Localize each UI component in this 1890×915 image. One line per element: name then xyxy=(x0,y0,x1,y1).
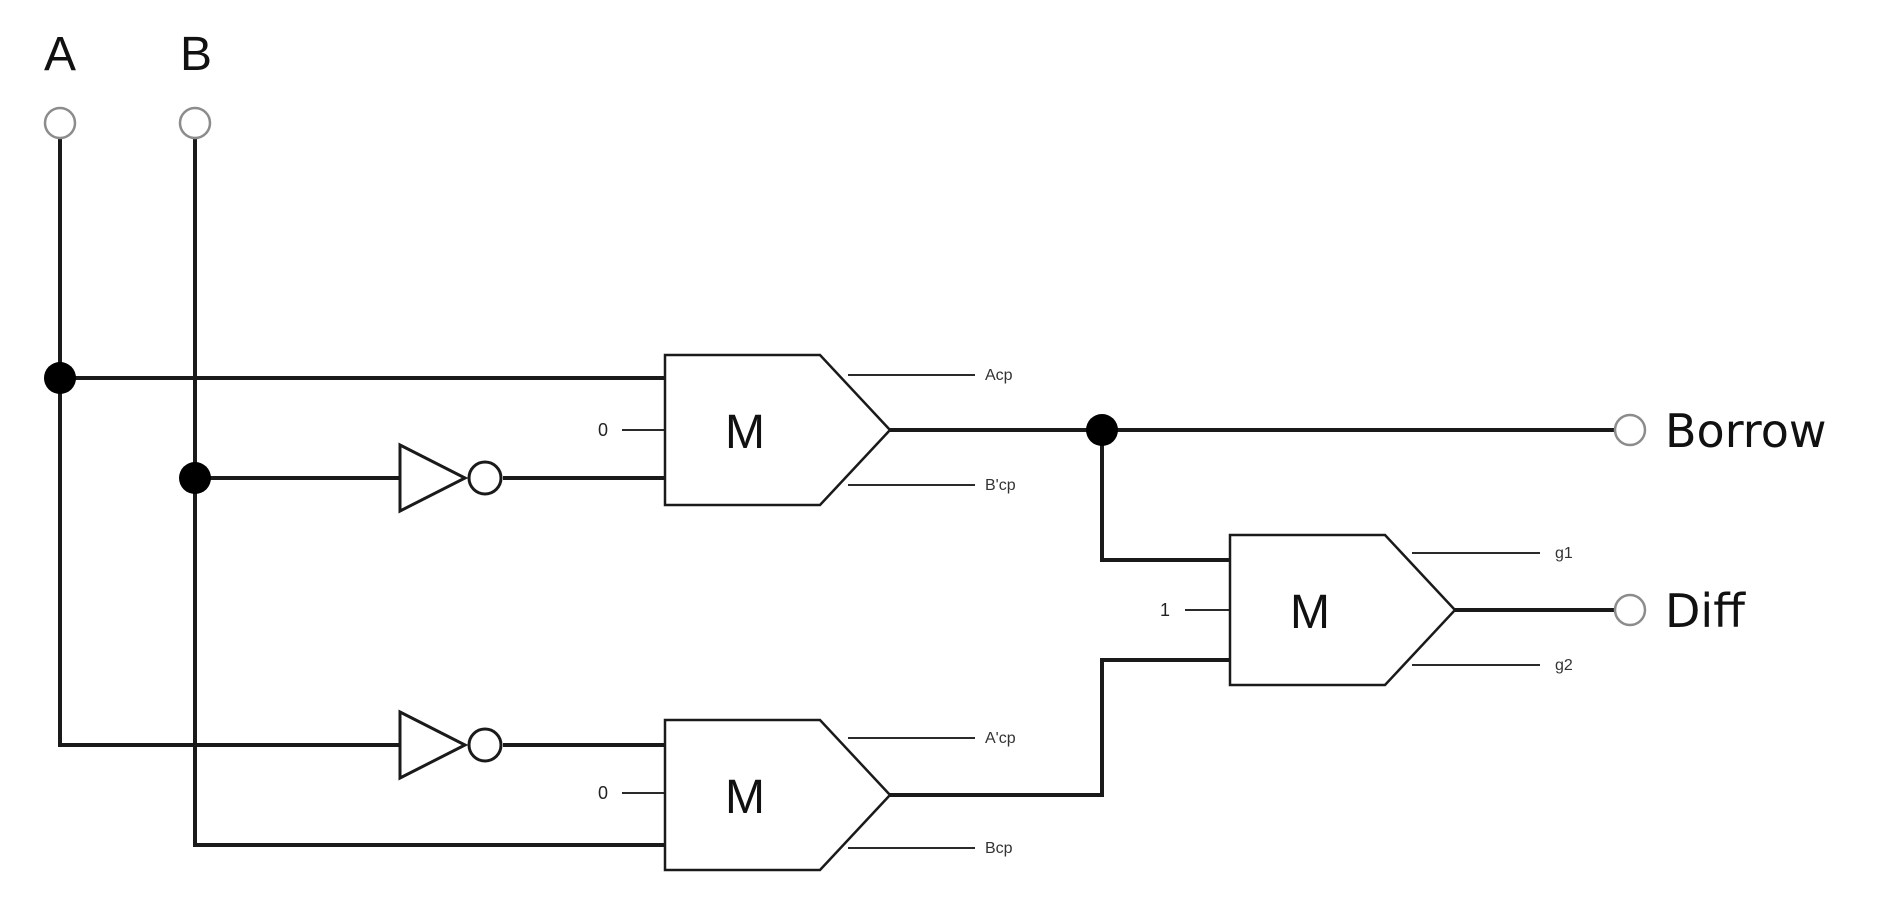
bottom-gate-label: M xyxy=(725,771,765,824)
bottom-gate-out-lower-label: Bcp xyxy=(985,840,1013,857)
top-gate-const-input: 0 xyxy=(598,420,608,440)
output-borrow-label: Borrow xyxy=(1665,404,1826,458)
output-diff-terminal[interactable] xyxy=(1613,593,1647,627)
right-gate-const-input: 1 xyxy=(1160,600,1170,620)
wire-bottom-gate-to-right-gate xyxy=(888,658,1232,797)
bottom-gate-out-upper-label: A'cp xyxy=(985,730,1016,747)
top-majority-gate xyxy=(663,353,892,507)
top-gate-out-upper-label: Acp xyxy=(985,367,1013,384)
wire-junction-to-right-gate xyxy=(1100,428,1232,562)
output-diff-label: Diff xyxy=(1665,584,1746,638)
junction-borrow xyxy=(1086,414,1118,446)
right-gate-out-lower-label: g2 xyxy=(1555,657,1573,674)
junction-b xyxy=(179,462,211,494)
top-not-gate xyxy=(398,442,503,514)
bottom-gate-const-input: 0 xyxy=(598,783,608,803)
right-gate-out-upper-label: g1 xyxy=(1555,545,1573,562)
right-majority-gate xyxy=(1228,533,1457,687)
input-a-label: A xyxy=(44,28,76,81)
input-a-terminal[interactable] xyxy=(43,106,77,140)
junction-a xyxy=(44,362,76,394)
right-gate-label: M xyxy=(1290,586,1330,639)
output-borrow-terminal[interactable] xyxy=(1613,413,1647,447)
top-gate-label: M xyxy=(725,406,765,459)
input-b-terminal[interactable] xyxy=(178,106,212,140)
bottom-majority-gate xyxy=(663,718,892,872)
input-b-label: B xyxy=(180,28,212,81)
bottom-not-gate xyxy=(398,709,503,781)
top-gate-out-lower-label: B'cp xyxy=(985,477,1016,494)
